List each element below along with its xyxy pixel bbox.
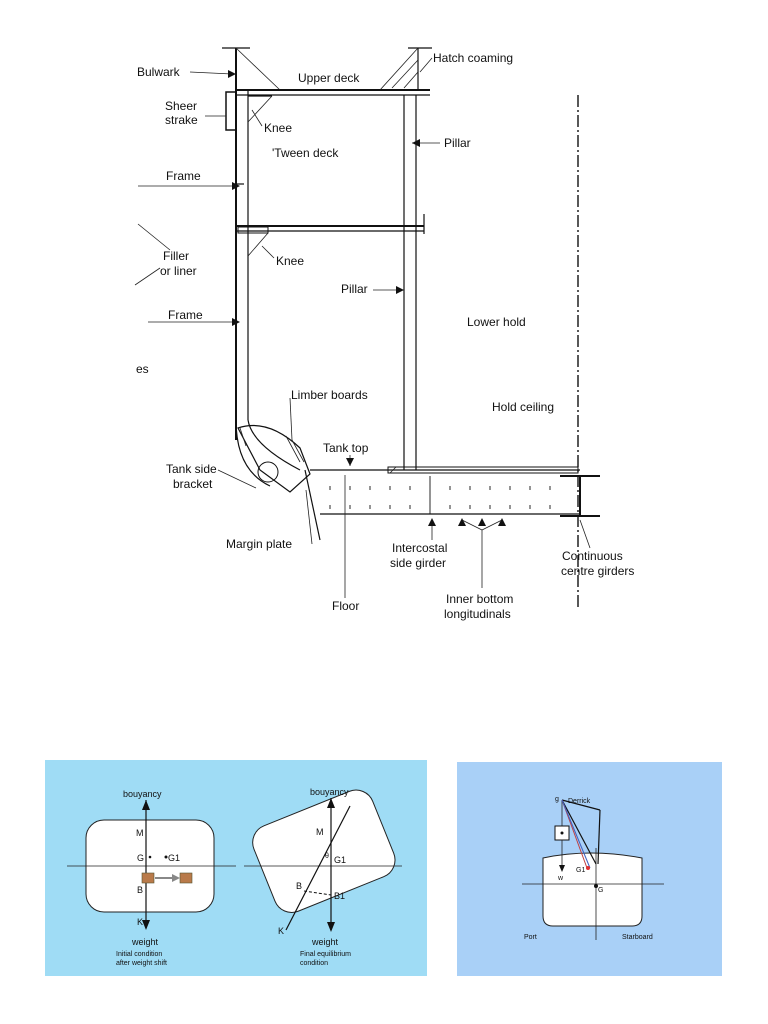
- label-g-derrick: G: [598, 887, 603, 894]
- label-g1-right: G1: [334, 855, 346, 865]
- midship-section-diagram: Bulwark Hatch coaming Upper deck Sheer s…: [134, 47, 634, 621]
- derrick-panel: Derrick g w G1 G Port Starboard: [457, 762, 722, 976]
- label-hold-ceiling: Hold ceiling: [492, 400, 554, 414]
- label-intercostal: Intercostal: [392, 541, 447, 555]
- caption-left-2: after weight shift: [116, 960, 167, 967]
- label-knee-lower: Knee: [276, 254, 304, 268]
- label-limber-boards: Limber boards: [291, 388, 368, 402]
- label-inner-bottom: Inner bottom: [446, 592, 513, 606]
- label-hatch-coaming: Hatch coaming: [433, 51, 513, 65]
- label-bracket: bracket: [173, 477, 213, 491]
- label-g-left: G: [137, 853, 144, 863]
- label-side-girder: side girder: [390, 556, 446, 570]
- label-m-right: M: [316, 827, 324, 837]
- caption-right-2: condition: [300, 960, 328, 967]
- caption-left-1: Initial condition: [116, 951, 162, 958]
- label-frame-upper: Frame: [166, 169, 201, 183]
- label-continuous: Continuous: [562, 549, 623, 563]
- label-g-small: g: [555, 796, 559, 803]
- label-floor: Floor: [332, 599, 359, 613]
- label-m-left: M: [136, 828, 144, 838]
- label-margin-plate: Margin plate: [226, 537, 292, 551]
- label-g1-derrick: G1: [576, 867, 585, 874]
- label-filler: Filler: [163, 249, 189, 263]
- label-tank-top: Tank top: [323, 441, 369, 455]
- label-or-liner: or liner: [160, 264, 197, 278]
- stability-panel: bouyancy weight M G G1 B K Initial condi…: [45, 760, 427, 976]
- label-g1-left: G1: [168, 853, 180, 863]
- label-centre-girders: centre girders: [561, 564, 634, 578]
- label-derrick: Derrick: [568, 798, 591, 805]
- label-k-left: K: [137, 917, 143, 927]
- label-b-right: B: [296, 881, 302, 891]
- label-bouyancy-right: bouyancy: [310, 787, 349, 797]
- label-k-right: K: [278, 926, 284, 936]
- label-bouyancy-left: bouyancy: [123, 789, 162, 799]
- label-pillar-lower: Pillar: [341, 282, 368, 296]
- label-port: Port: [524, 934, 537, 941]
- label-tank-side: Tank side: [166, 462, 217, 476]
- label-es: es: [136, 362, 149, 376]
- label-b-left: B: [137, 885, 143, 895]
- label-bulwark: Bulwark: [137, 65, 181, 79]
- label-longitudinals: longitudinals: [444, 607, 511, 621]
- label-knee-upper: Knee: [264, 121, 292, 135]
- label-sheer: Sheer: [165, 99, 197, 113]
- label-strake: strake: [165, 113, 198, 127]
- caption-right-1: Final equilibrium: [300, 951, 351, 958]
- label-frame-lower: Frame: [168, 308, 203, 322]
- label-weight-right: weight: [311, 937, 339, 947]
- label-upper-deck: Upper deck: [298, 71, 360, 85]
- label-lower-hold: Lower hold: [467, 315, 526, 329]
- label-weight-left: weight: [131, 937, 159, 947]
- label-pillar-upper: Pillar: [444, 136, 471, 150]
- label-tween-deck: 'Tween deck: [272, 146, 339, 160]
- label-theta: θ: [325, 853, 329, 860]
- label-starboard: Starboard: [622, 934, 653, 941]
- label-b1-right: B1: [334, 891, 345, 901]
- label-w: w: [557, 875, 564, 882]
